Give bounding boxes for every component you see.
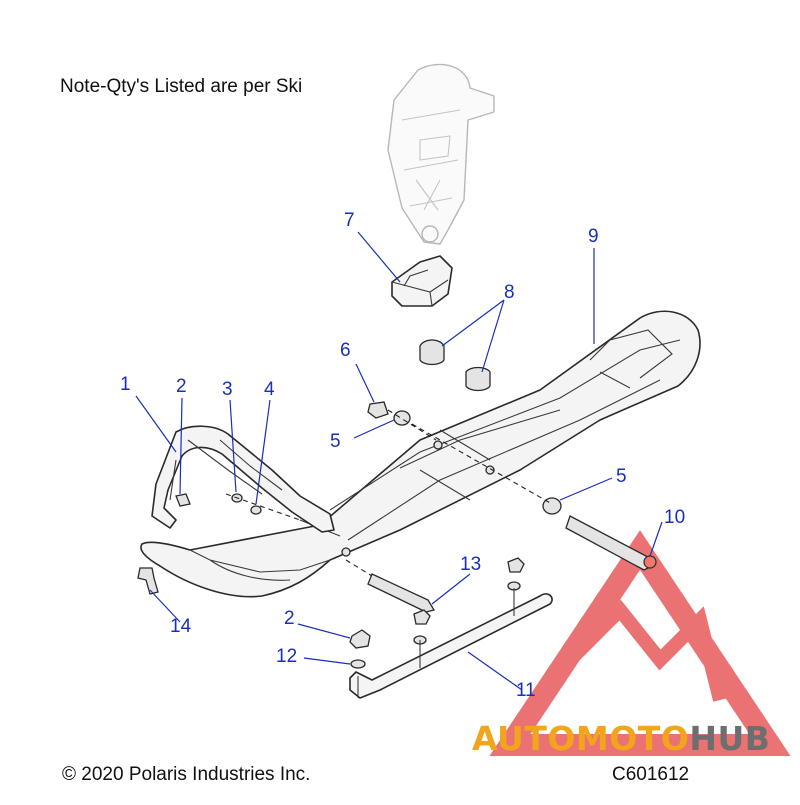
spindle-ghost bbox=[387, 63, 495, 245]
callout-3: 3 bbox=[222, 379, 233, 400]
watermark-wordmark: AUTOMOTOHUB bbox=[472, 719, 770, 758]
washer-part-12 bbox=[350, 659, 366, 669]
nut-part-6 bbox=[367, 401, 389, 419]
callout-9: 9 bbox=[588, 226, 599, 247]
runner-part-11[interactable] bbox=[349, 588, 553, 699]
copyright-text: © 2020 Polaris Industries Inc. bbox=[62, 764, 311, 785]
wordmark-moto: MOTO bbox=[576, 719, 689, 758]
nut-part-2-lower bbox=[349, 629, 371, 649]
logo-triangle-inner bbox=[565, 599, 727, 702]
nut-part-2-upper bbox=[175, 493, 191, 507]
callout-2-upper: 2 bbox=[176, 376, 187, 397]
washer-part-5-upper bbox=[393, 410, 411, 426]
bushing-part-8-b bbox=[465, 366, 491, 392]
logo-triangle-outer bbox=[489, 530, 791, 756]
bumper-part-7[interactable] bbox=[391, 255, 453, 307]
callout-14: 14 bbox=[170, 616, 192, 637]
pin-part-14 bbox=[137, 567, 159, 595]
callout-8: 8 bbox=[504, 282, 515, 303]
watermark-logo bbox=[489, 530, 791, 756]
callout-11: 11 bbox=[516, 680, 536, 701]
callout-7: 7 bbox=[344, 210, 355, 231]
callout-labels: 1 2 3 4 5 5 6 7 8 9 10 11 12 13 2 14 bbox=[120, 210, 685, 701]
leader-lines bbox=[135, 231, 663, 691]
callout-4: 4 bbox=[264, 379, 275, 400]
callout-2-lower: 2 bbox=[284, 608, 295, 629]
note-text: Note-Qty's Listed are per Ski bbox=[60, 76, 303, 97]
washer-part-4 bbox=[250, 505, 262, 515]
callout-10: 10 bbox=[664, 507, 685, 528]
handle-part-1[interactable] bbox=[151, 425, 335, 533]
wordmark-hub: HUB bbox=[689, 719, 770, 758]
callout-13: 13 bbox=[460, 554, 481, 575]
callout-1: 1 bbox=[120, 374, 131, 395]
callout-5-upper: 5 bbox=[330, 431, 341, 452]
hardware-parts bbox=[137, 339, 657, 669]
callout-12: 12 bbox=[276, 646, 297, 667]
diagram-code: C601612 bbox=[612, 764, 690, 785]
bolt-part-13 bbox=[367, 573, 436, 613]
assembly-lines bbox=[225, 409, 553, 577]
bushing-part-8-a bbox=[419, 339, 445, 366]
wordmark-auto: AUTO bbox=[472, 719, 576, 758]
callout-5-lower: 5 bbox=[616, 466, 627, 487]
callout-6: 6 bbox=[340, 340, 351, 361]
